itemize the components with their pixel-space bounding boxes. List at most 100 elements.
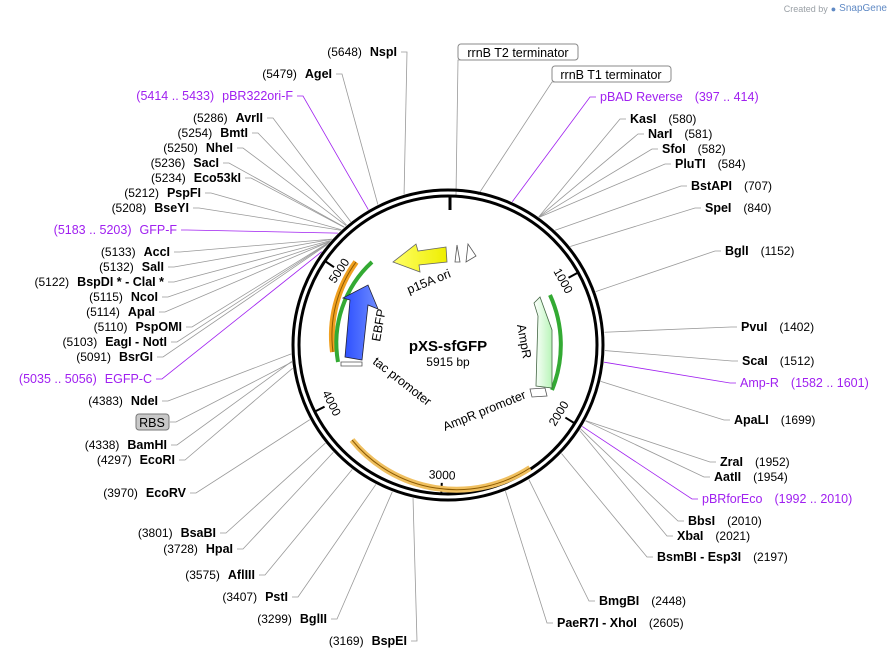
site-name: SalI: [142, 260, 164, 274]
rrnb-t1-text: rrnB T1 terminator: [560, 68, 661, 82]
site-ecorv[interactable]: EcoRV(3970): [103, 486, 186, 500]
site-aatii[interactable]: AatII (1954): [714, 470, 788, 484]
site-name: PaeR7I - XhoI: [557, 616, 637, 630]
leader-pspomi: [186, 241, 330, 328]
site-name: BglI: [725, 244, 749, 258]
site-name: AatII: [714, 470, 741, 484]
site-pos: (5110): [94, 320, 128, 334]
p15a-ori-arrow[interactable]: [392, 243, 448, 273]
site-pbr322ori-f[interactable]: pBR322ori-F(5414 .. 5433): [136, 89, 293, 103]
site-pos: (3575): [185, 568, 220, 582]
site-gfp-f[interactable]: GFP-F(5183 .. 5203): [54, 223, 178, 237]
site-name: NspI: [370, 45, 397, 59]
site-bsrgi[interactable]: BsrGI(5091): [76, 350, 153, 364]
site-name: EGFP-C: [105, 372, 152, 386]
site-bbsi[interactable]: BbsI(2010): [688, 514, 762, 528]
tick-label-4000: 4000: [319, 388, 344, 418]
tick-mark-2000: [564, 416, 576, 425]
site-bmgbi[interactable]: BmgBI(2448): [599, 594, 686, 608]
site-pspomi[interactable]: PspOMI(5110): [94, 320, 182, 334]
site-pos: (5250): [163, 141, 198, 155]
site-name: GFP-F: [140, 223, 178, 237]
leader-aatii: [585, 420, 710, 478]
site-pluti[interactable]: PluTI(584): [675, 157, 746, 171]
site-zrai[interactable]: ZraI(1952): [720, 455, 790, 469]
plasmid-inner-ring: [297, 194, 599, 496]
leader-spei: [570, 207, 701, 247]
site-sali[interactable]: SalI(5132): [99, 260, 164, 274]
site-ndei[interactable]: NdeI(4383): [88, 394, 158, 408]
site-pbad-reverse[interactable]: pBAD Reverse(397 .. 414): [600, 90, 759, 104]
site-ecori[interactable]: EcoRI(4297): [97, 453, 175, 467]
site-bsabi[interactable]: BsaBI(3801): [138, 526, 216, 540]
site-pos: (5479): [262, 67, 297, 81]
site-xbai[interactable]: XbaI(2021): [677, 529, 750, 543]
ebfp-arrow[interactable]: [341, 284, 379, 361]
site-pvui[interactable]: PvuI(1402): [741, 320, 814, 334]
boxed-label-rrnb-t2[interactable]: rrnB T2 terminator: [457, 43, 579, 61]
site-pspfi[interactable]: PspFI(5212): [124, 186, 201, 200]
site-nari[interactable]: NarI(581): [648, 127, 712, 141]
site-name: BsmBI - Esp3I: [657, 550, 741, 564]
site-bstapi[interactable]: BstAPI (707): [691, 179, 772, 193]
site-acci[interactable]: AccI (5133): [101, 245, 170, 259]
site-name: BamHI: [127, 438, 167, 452]
site-ncoi[interactable]: NcoI(5115): [89, 290, 158, 304]
site-name: EagI - NotI: [105, 335, 167, 349]
leader-ecorv: [190, 419, 311, 494]
site-paer7i-xhoi[interactable]: PaeR7I - XhoI(2605): [557, 616, 684, 630]
site-agei[interactable]: AgeI(5479): [262, 67, 332, 81]
site-kasi[interactable]: KasI(580): [630, 112, 696, 126]
site-pbrforeco[interactable]: pBRforEco(1992 .. 2010): [702, 492, 852, 506]
site-avrii[interactable]: AvrII(5286): [193, 111, 263, 125]
site-pos: (5648): [327, 45, 362, 59]
site-pos: (5133): [101, 245, 136, 259]
site-pos: (5212): [124, 186, 159, 200]
site-eagi-noti[interactable]: EagI - NotI (5103): [63, 335, 168, 349]
ampr-arrow[interactable]: [533, 296, 553, 389]
site-psti[interactable]: PstI(3407): [222, 590, 288, 604]
site-eco53ki[interactable]: Eco53kI(5234): [151, 171, 241, 185]
site-bamhi[interactable]: BamHI(4338): [85, 438, 167, 452]
site-bgli[interactable]: BglI(1152): [725, 244, 794, 258]
site-name: SpeI: [705, 201, 731, 215]
site-name: BseYI: [154, 201, 189, 215]
site-name: BspDI * - ClaI *: [77, 275, 164, 289]
site-pos: (1954): [753, 470, 788, 484]
site-sfoi[interactable]: SfoI(582): [662, 142, 726, 156]
site-apali[interactable]: ApaLI(1699): [734, 413, 815, 427]
site-bsmbi-esp3i[interactable]: BsmBI - Esp3I(2197): [657, 550, 788, 564]
site-name: BstAPI: [691, 179, 732, 193]
boxed-label-rrnb-t1[interactable]: rrnB T1 terminator: [551, 65, 672, 83]
site-apai[interactable]: ApaI(5114): [86, 305, 155, 319]
site-afliii[interactable]: AflIII(3575): [185, 568, 255, 582]
site-hpai[interactable]: HpaI(3728): [163, 542, 233, 556]
site-amp-r[interactable]: Amp-R(1582 .. 1601): [740, 376, 869, 390]
site-name: PstI: [265, 590, 288, 604]
site-spei[interactable]: SpeI (840): [705, 201, 771, 215]
site-bspei[interactable]: BspEI(3169): [329, 634, 407, 648]
site-pos: (840): [743, 201, 771, 215]
site-pos: (5103): [63, 335, 98, 349]
site-pos: (3970): [103, 486, 138, 500]
site-pos: (5234): [151, 171, 186, 185]
site-bseyi[interactable]: BseYI(5208): [112, 201, 189, 215]
leader-avrii: [267, 117, 352, 222]
left-site-labels: NspI (5648) AgeI(5479) pBR322ori-F(5414 .. …: [19, 45, 407, 648]
site-bglii[interactable]: BglII(3299): [257, 612, 327, 626]
site-nhei[interactable]: NheI(5250): [163, 141, 233, 155]
ampr-outline-arc[interactable]: [548, 294, 563, 391]
site-pos: (2021): [715, 529, 750, 543]
site-bspdi-clai[interactable]: BspDI * - ClaI *(5122): [34, 275, 164, 289]
site-nspi[interactable]: NspI (5648): [327, 45, 397, 59]
site-saci[interactable]: SacI(5236): [151, 156, 219, 170]
boxed-label-rbs[interactable]: RBS: [135, 413, 170, 431]
ebfp-outline-arc[interactable]: [334, 260, 374, 363]
site-egfp-c[interactable]: EGFP-C(5035 .. 5056): [19, 372, 152, 386]
site-name: ApaI: [128, 305, 155, 319]
site-name: AccI: [144, 245, 170, 259]
leader-gfp-f: [181, 229, 338, 234]
site-scai[interactable]: ScaI(1512): [742, 354, 814, 368]
site-bmti[interactable]: BmtI(5254): [178, 126, 248, 140]
site-pos: (707): [744, 179, 772, 193]
